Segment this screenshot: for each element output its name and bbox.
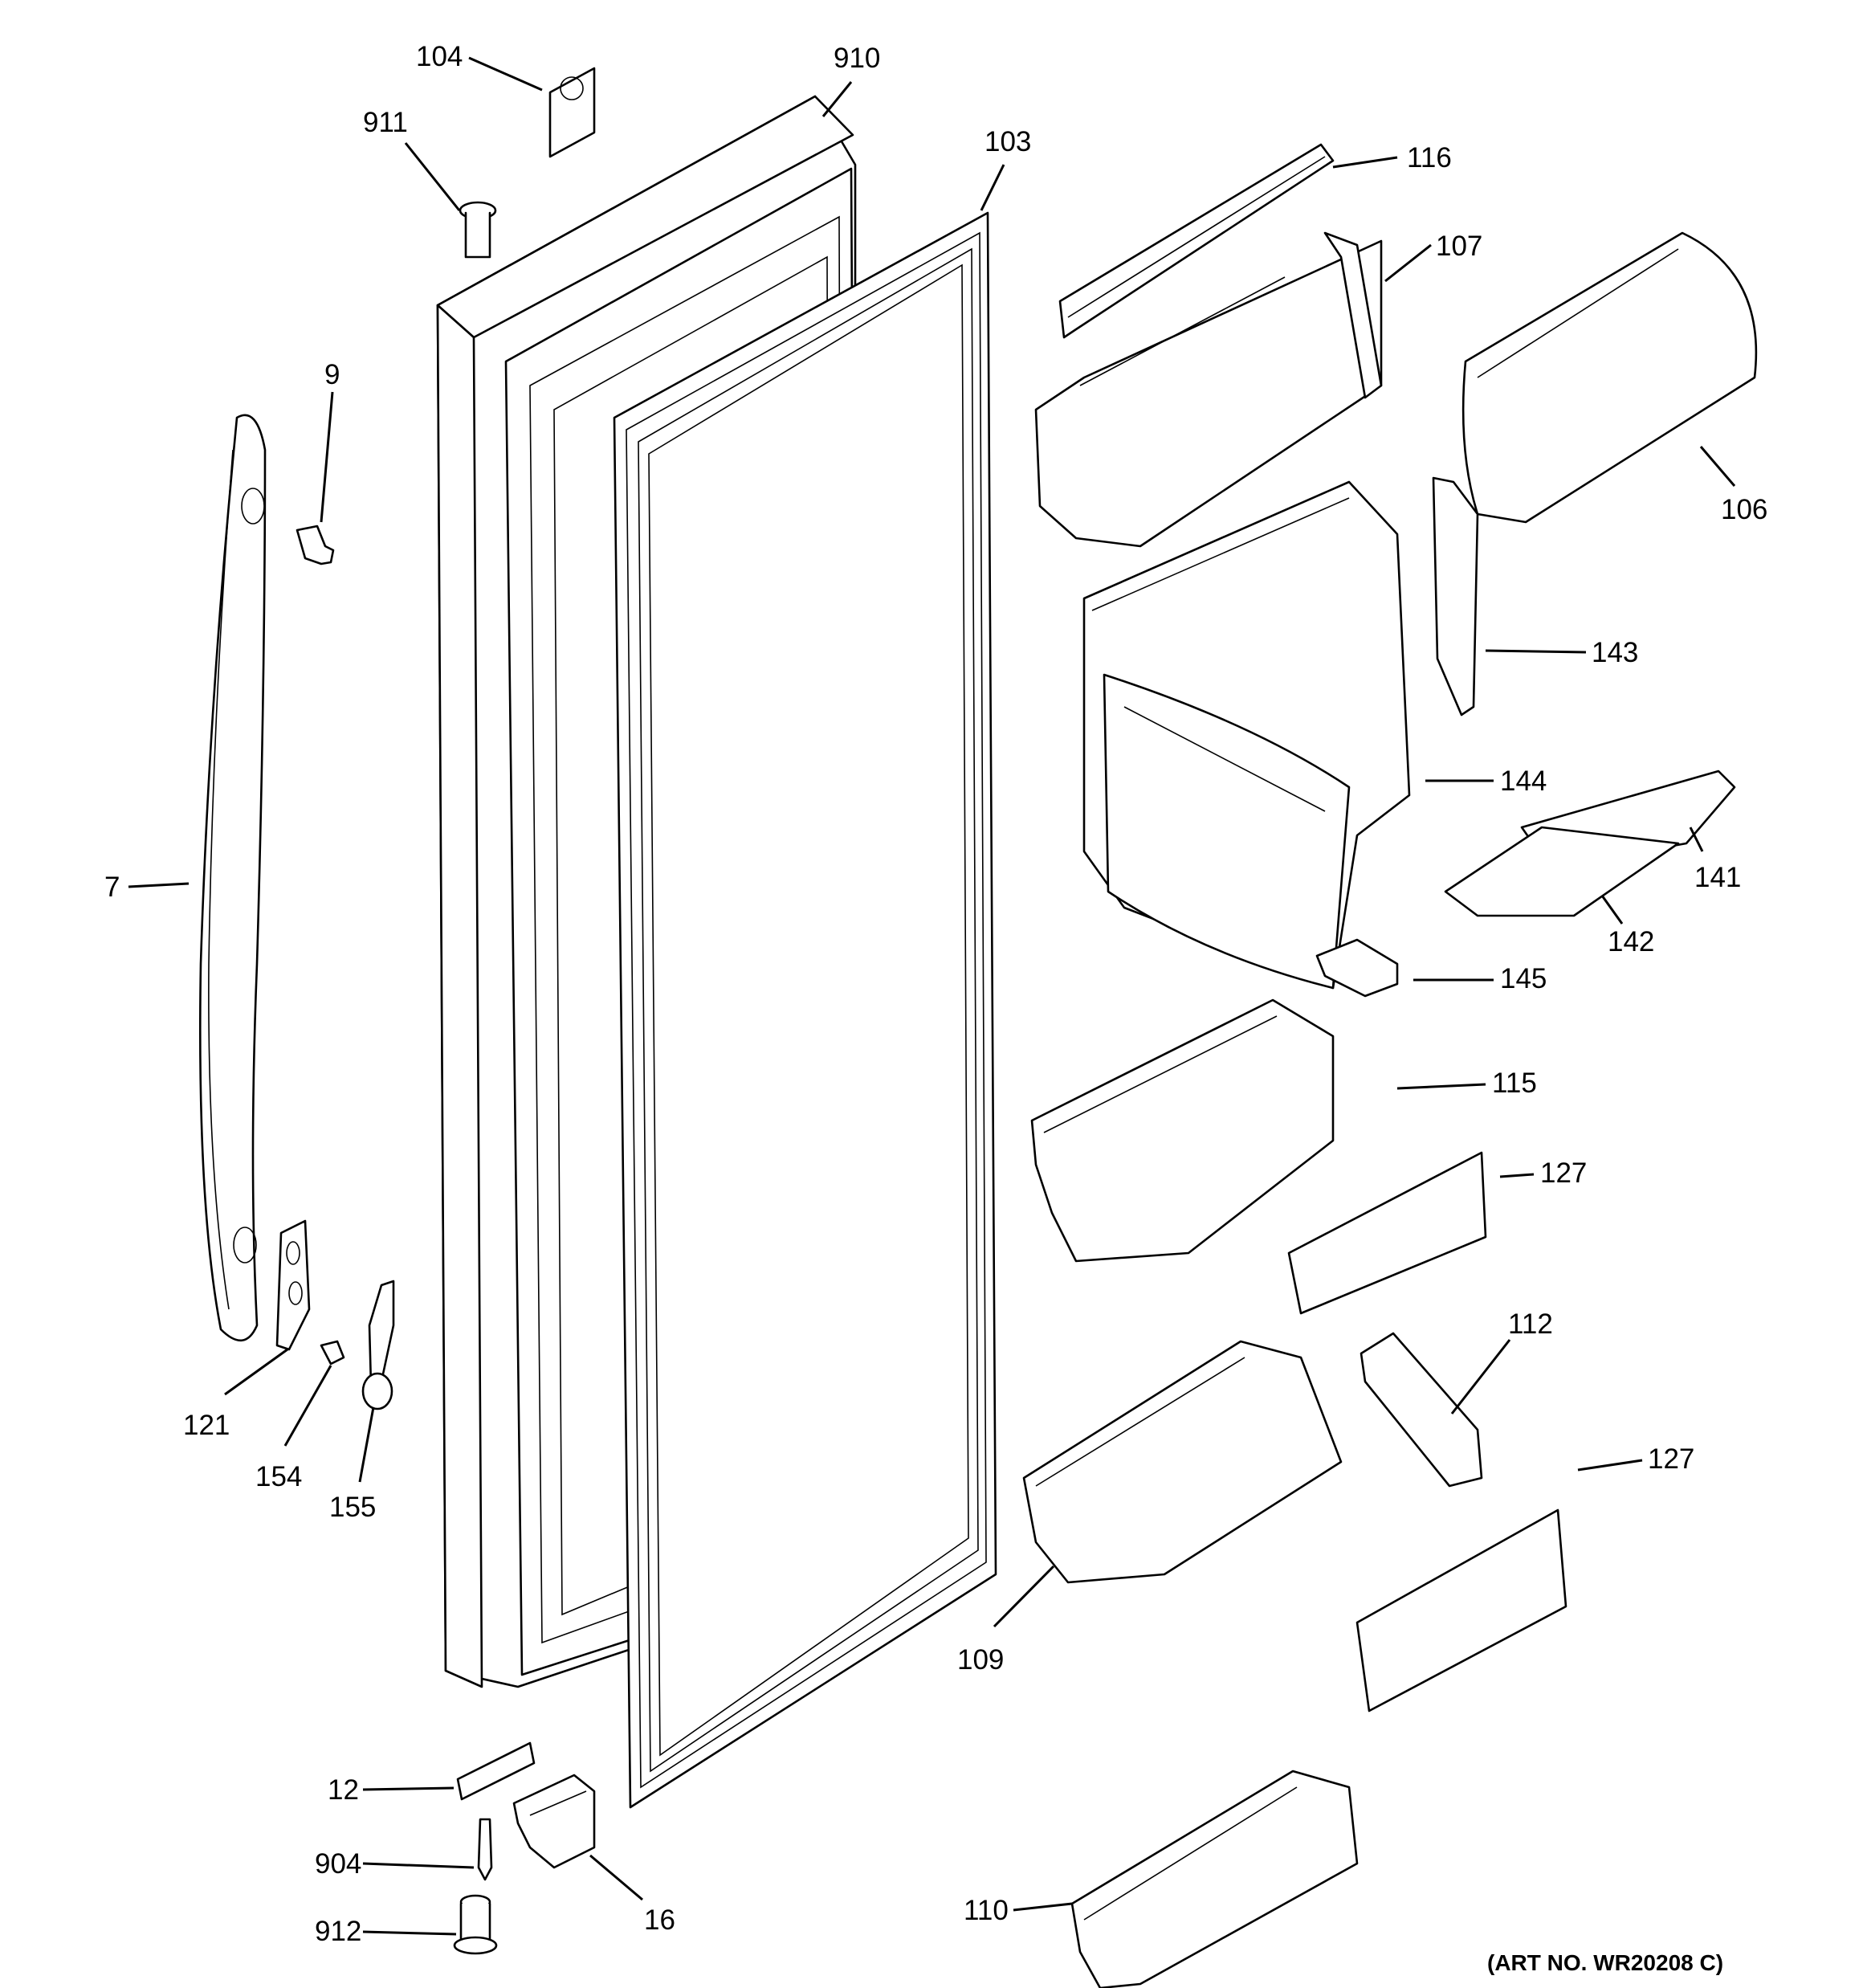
callout-116: 116 bbox=[1407, 142, 1452, 173]
callout-912: 912 bbox=[315, 1916, 361, 1947]
callout-904: 904 bbox=[315, 1848, 361, 1880]
handle-7 bbox=[198, 414, 267, 1342]
rail-116 bbox=[1058, 143, 1335, 339]
bin-107 bbox=[1034, 231, 1383, 548]
callout-109: 109 bbox=[957, 1644, 1004, 1676]
bin-front-127-a bbox=[1287, 1151, 1487, 1315]
callout-110: 110 bbox=[964, 1895, 1009, 1926]
screw-154 bbox=[320, 1340, 345, 1365]
callout-142: 142 bbox=[1608, 926, 1654, 957]
plug-912 bbox=[453, 1894, 498, 1955]
callout-112: 112 bbox=[1508, 1308, 1553, 1340]
callout-145: 145 bbox=[1500, 963, 1547, 994]
callout-121: 121 bbox=[183, 1410, 230, 1441]
callout-144: 144 bbox=[1500, 765, 1547, 797]
callout-127b: 127 bbox=[1648, 1443, 1694, 1475]
callout-910: 910 bbox=[834, 43, 880, 74]
insert-112 bbox=[1360, 1332, 1483, 1488]
cover-106 bbox=[1461, 231, 1758, 524]
bracket-16 bbox=[512, 1774, 596, 1869]
callout-12: 12 bbox=[328, 1774, 359, 1806]
bin-110 bbox=[1070, 1770, 1359, 1988]
ice-tray-142 bbox=[1444, 826, 1680, 917]
leader-lines bbox=[128, 56, 1736, 1936]
callout-155: 155 bbox=[329, 1492, 376, 1523]
callout-7: 7 bbox=[104, 872, 120, 903]
bin-115 bbox=[1030, 998, 1335, 1263]
hinge-plate-12 bbox=[456, 1741, 536, 1801]
callout-911: 911 bbox=[363, 107, 408, 138]
bin-109 bbox=[1022, 1340, 1343, 1584]
callout-154: 154 bbox=[255, 1461, 302, 1492]
ice-bucket-144 bbox=[1082, 480, 1411, 990]
plug-911 bbox=[459, 201, 497, 259]
callout-103: 103 bbox=[984, 126, 1031, 157]
callout-104: 104 bbox=[416, 41, 463, 72]
callout-107: 107 bbox=[1436, 231, 1482, 262]
screw-9 bbox=[296, 525, 335, 565]
trim-143 bbox=[1432, 476, 1479, 716]
callout-143: 143 bbox=[1592, 637, 1638, 668]
door-gasket bbox=[613, 211, 997, 1809]
callout-16: 16 bbox=[644, 1904, 675, 1936]
art-number: (ART NO. WR20208 C) bbox=[1487, 1950, 1723, 1975]
bin-front-127-b bbox=[1355, 1508, 1567, 1712]
callout-106: 106 bbox=[1721, 494, 1767, 525]
callout-141: 141 bbox=[1694, 862, 1741, 893]
callout-9: 9 bbox=[324, 359, 340, 390]
hinge-bracket-121 bbox=[275, 1219, 311, 1351]
callout-127a: 127 bbox=[1540, 1157, 1587, 1189]
knob-145 bbox=[1315, 938, 1399, 998]
callout-115: 115 bbox=[1492, 1067, 1537, 1099]
tool-155 bbox=[361, 1280, 395, 1410]
screw-904 bbox=[477, 1818, 493, 1881]
callout-labels: 104 910 911 103 116 107 106 9 143 144 14… bbox=[104, 41, 1767, 1947]
badge-104 bbox=[548, 67, 596, 158]
